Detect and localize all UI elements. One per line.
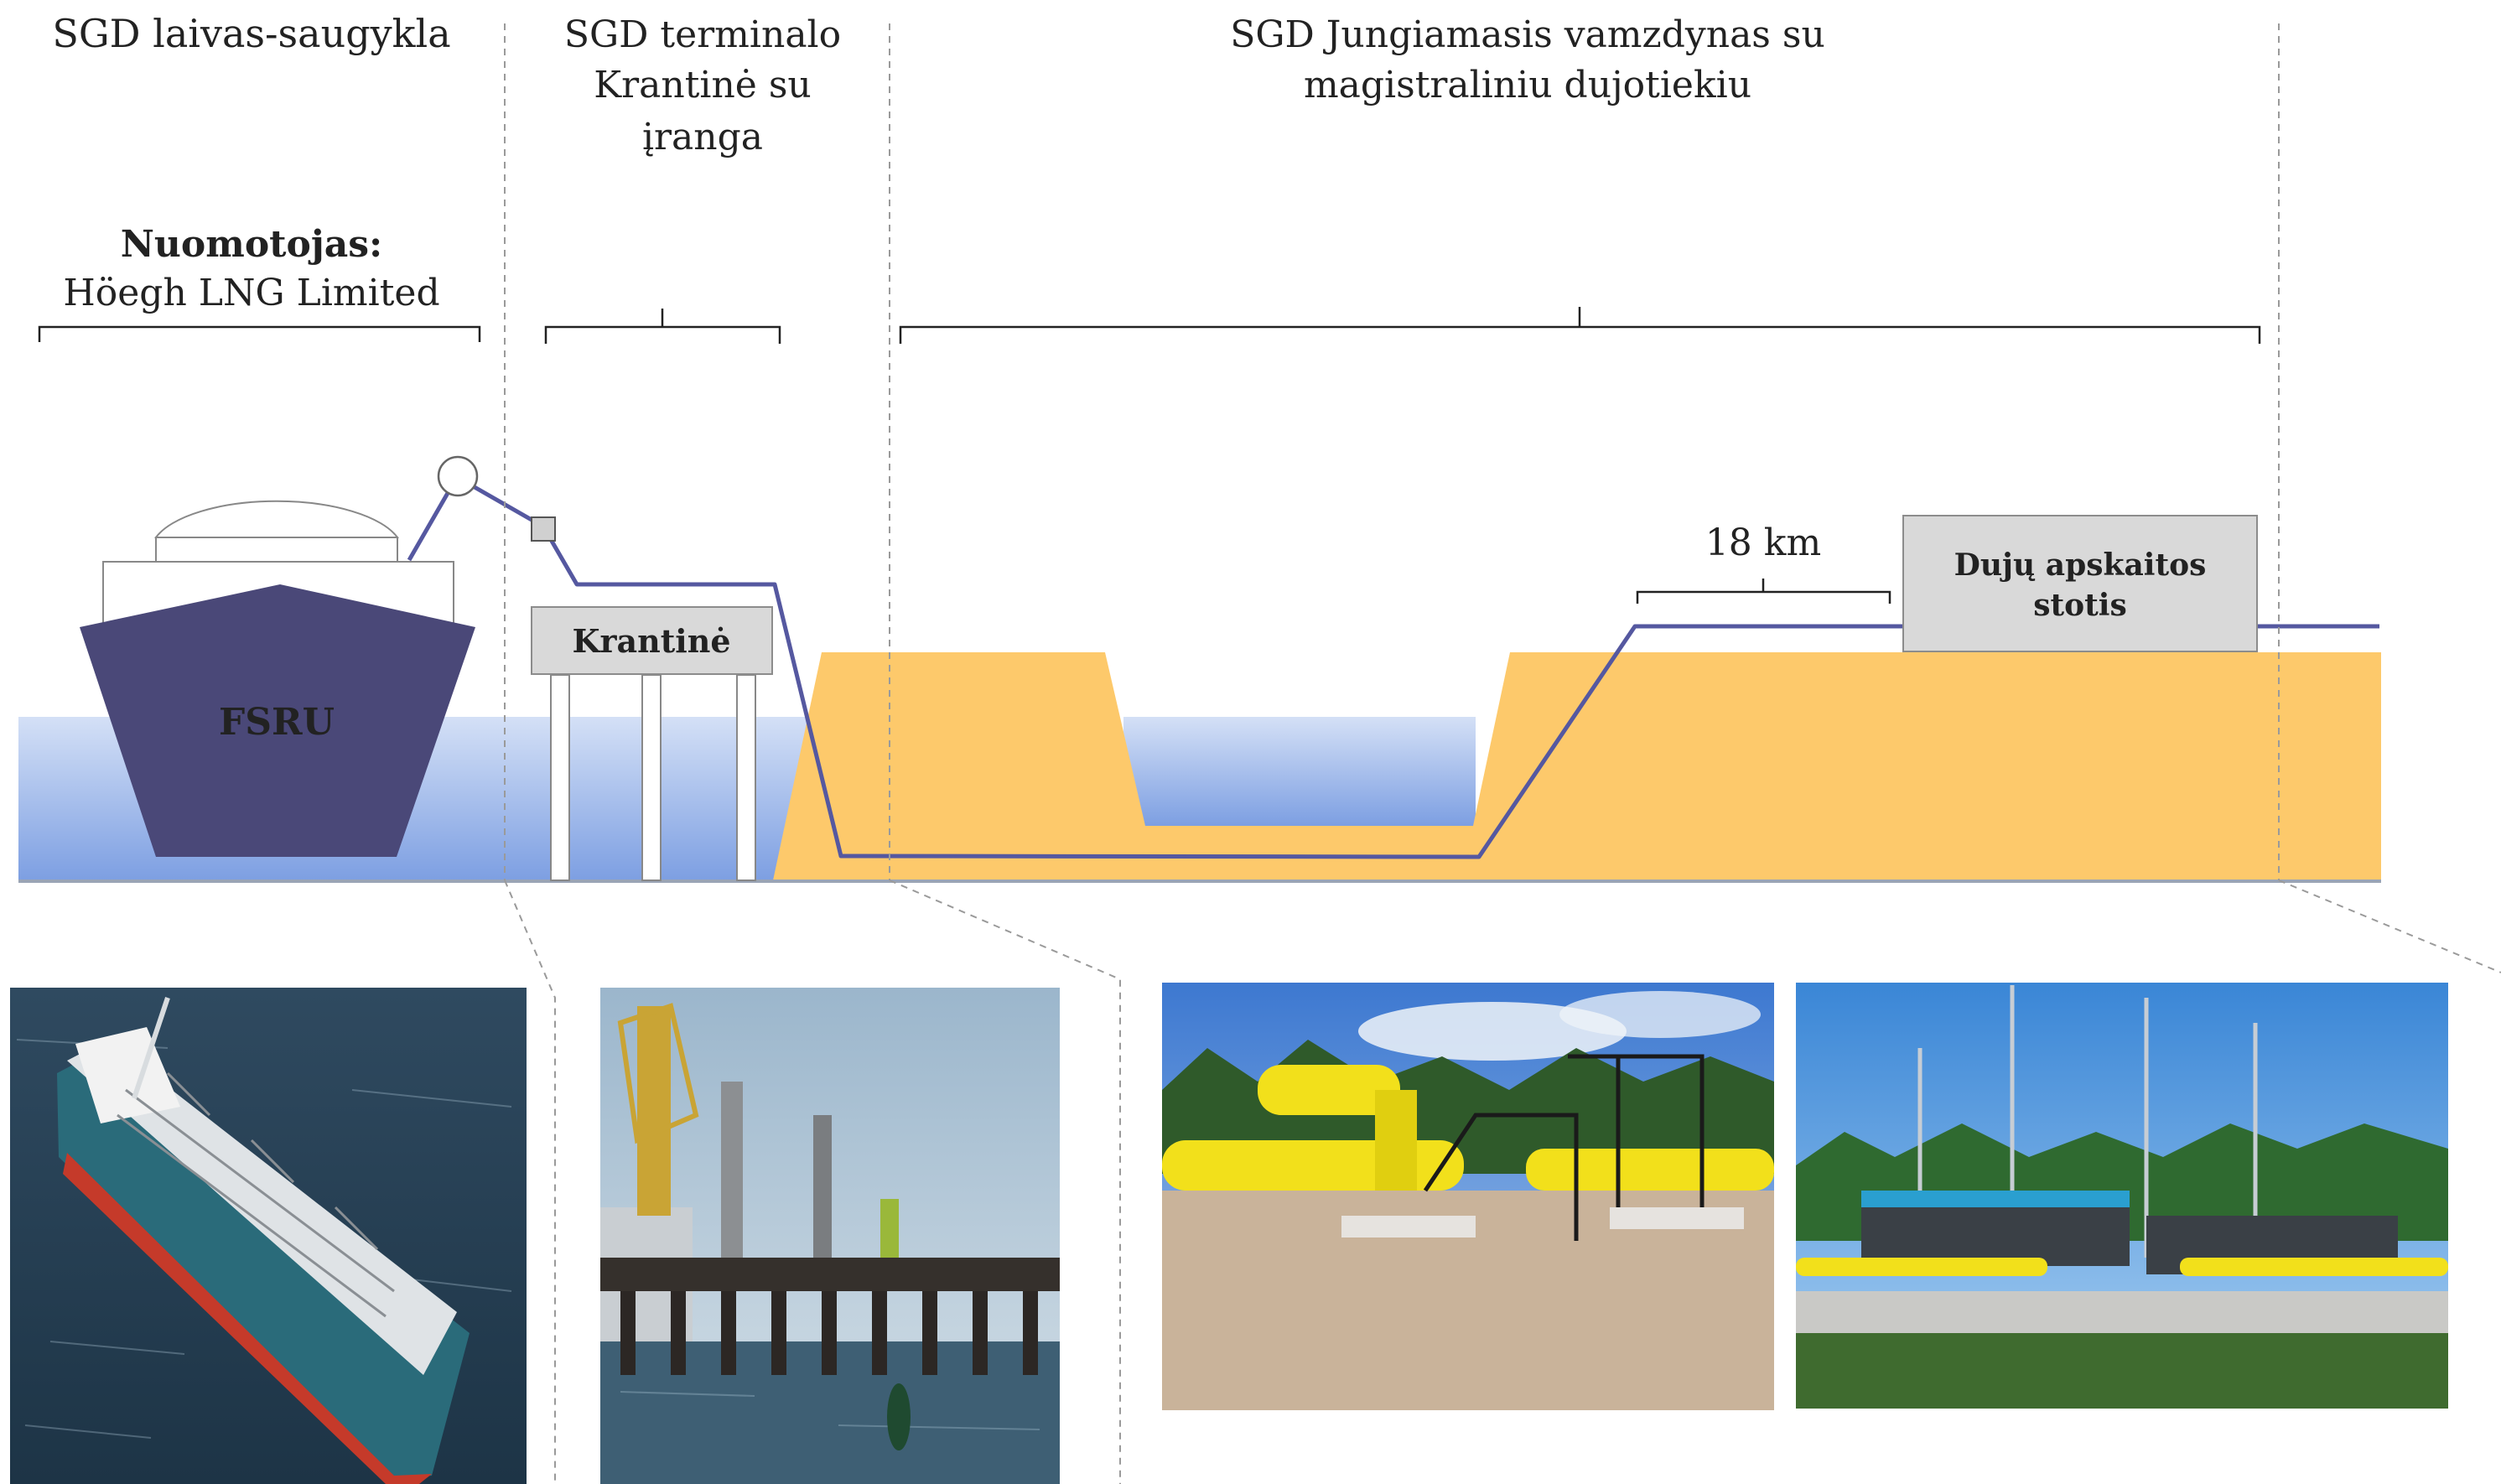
photo-fsru-ship (10, 988, 527, 1484)
owner-name: Höegh LNG Limited (63, 272, 439, 314)
distance-label: 18 km (1705, 521, 1821, 564)
pipeline-section-bracket (899, 307, 2261, 344)
fsru-ship-illustration: FSRU (80, 500, 475, 857)
section-dividers (504, 23, 2501, 1484)
land-shape (773, 652, 2381, 880)
quay-box (531, 606, 773, 675)
quay-structure: Krantinė (531, 606, 773, 881)
ship-section-bracket (38, 325, 481, 342)
fsru-label: FSRU (219, 701, 335, 744)
ship-section-title: SGD laivas-saugykla (52, 11, 450, 56)
quay-label: Krantinė (572, 622, 730, 660)
metering-station-label-line2: stotis (2033, 588, 2126, 623)
photo-metering-station (1796, 983, 2448, 1409)
pipeline-route (407, 475, 2379, 859)
owner-label: Nuomotojas: (121, 223, 383, 266)
loading-arm-joint (437, 455, 479, 497)
terminal-section-title-line1: SGD terminalo (564, 13, 841, 56)
water-channel (1123, 717, 1476, 826)
loading-arm-connector (531, 516, 556, 542)
distance-bracket (1636, 579, 1891, 604)
pipeline-section-title-line2: magistraliniu dujotiekiu (1304, 64, 1751, 106)
terminal-section-bracket (544, 309, 781, 344)
metering-station-box (1902, 515, 2258, 652)
terminal-section-title-line3: įranga (642, 116, 763, 158)
photo-quay (600, 988, 1060, 1484)
terminal-section-title-line2: Krantinė su (594, 64, 812, 106)
metering-station-label-line1: Dujų apskaitos (1954, 547, 2207, 583)
photo-pipeline-yard (1162, 983, 1774, 1410)
pipeline-section-title-line1: SGD Jungiamasis vamzdynas su (1230, 13, 1825, 56)
